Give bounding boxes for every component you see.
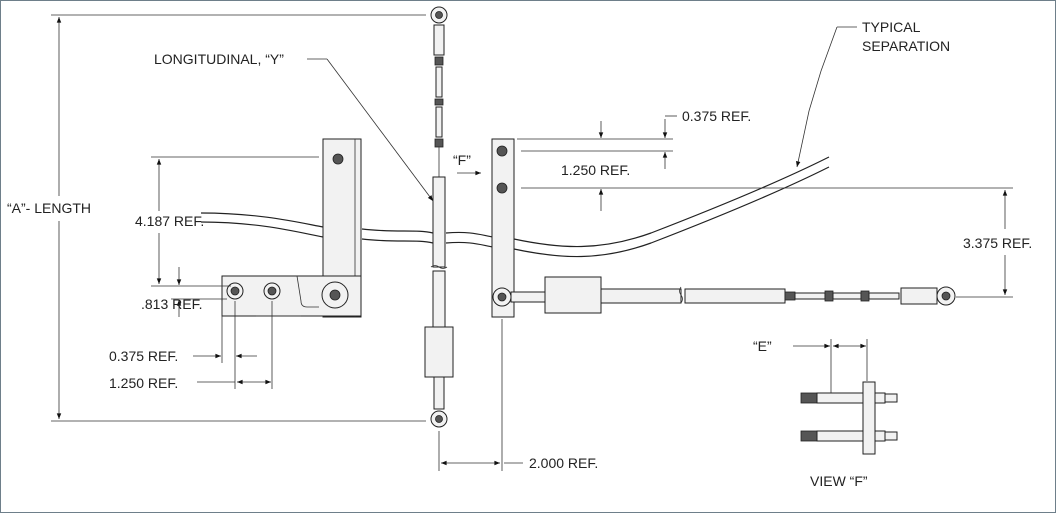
vertical-rod xyxy=(424,6,454,428)
ref-1250-top-label: 1.250 REF. xyxy=(561,162,630,178)
ref-0813-dimension: .813 REF. xyxy=(141,267,227,317)
ref-2000-dimension: 2.000 REF. xyxy=(438,319,598,471)
ref-3375-label: 3.375 REF. xyxy=(963,235,1032,251)
cable-left xyxy=(200,212,434,244)
ref-2000-label: 2.000 REF. xyxy=(529,455,598,471)
ref-4187-dimension: 4.187 REF. xyxy=(135,156,319,287)
typical-label-line1: TYPICAL xyxy=(862,19,921,35)
typical-label-line2: SEPARATION xyxy=(862,38,950,54)
ref-0375-bottom-label: 0.375 REF. xyxy=(109,348,178,364)
ref-1250-bottom-label: 1.250 REF. xyxy=(109,375,178,391)
ref-0375-top-label: 0.375 REF. xyxy=(682,108,751,124)
view-f-label: VIEW “F” xyxy=(810,473,868,489)
f-marker-label: “F” xyxy=(453,152,471,168)
longitudinal-label: LONGITUDINAL, “Y” xyxy=(154,51,284,67)
ref-3375-dimension: 3.375 REF. xyxy=(956,190,1032,298)
longitudinal-callout: LONGITUDINAL, “Y” xyxy=(154,51,434,202)
a-length-dimension: “A”- LENGTH xyxy=(7,14,426,422)
view-f-detail: “E” VIEW “F” xyxy=(753,338,898,489)
right-bracket xyxy=(491,138,515,318)
e-marker-label: “E” xyxy=(753,338,772,354)
bottom-left-ref-dimensions: 0.375 REF. 1.250 REF. xyxy=(109,301,273,391)
left-bracket xyxy=(221,138,362,318)
ref-4187-label: 4.187 REF. xyxy=(135,213,204,229)
horizontal-rod xyxy=(510,276,956,314)
typical-separation-callout: TYPICAL SEPARATION xyxy=(795,19,950,168)
a-length-label: “A”- LENGTH xyxy=(7,200,91,216)
f-view-marker: “F” xyxy=(453,152,482,176)
top-ref-dimensions: 0.375 REF. 1.250 REF. xyxy=(517,108,1013,211)
ref-0813-label: .813 REF. xyxy=(141,296,202,312)
